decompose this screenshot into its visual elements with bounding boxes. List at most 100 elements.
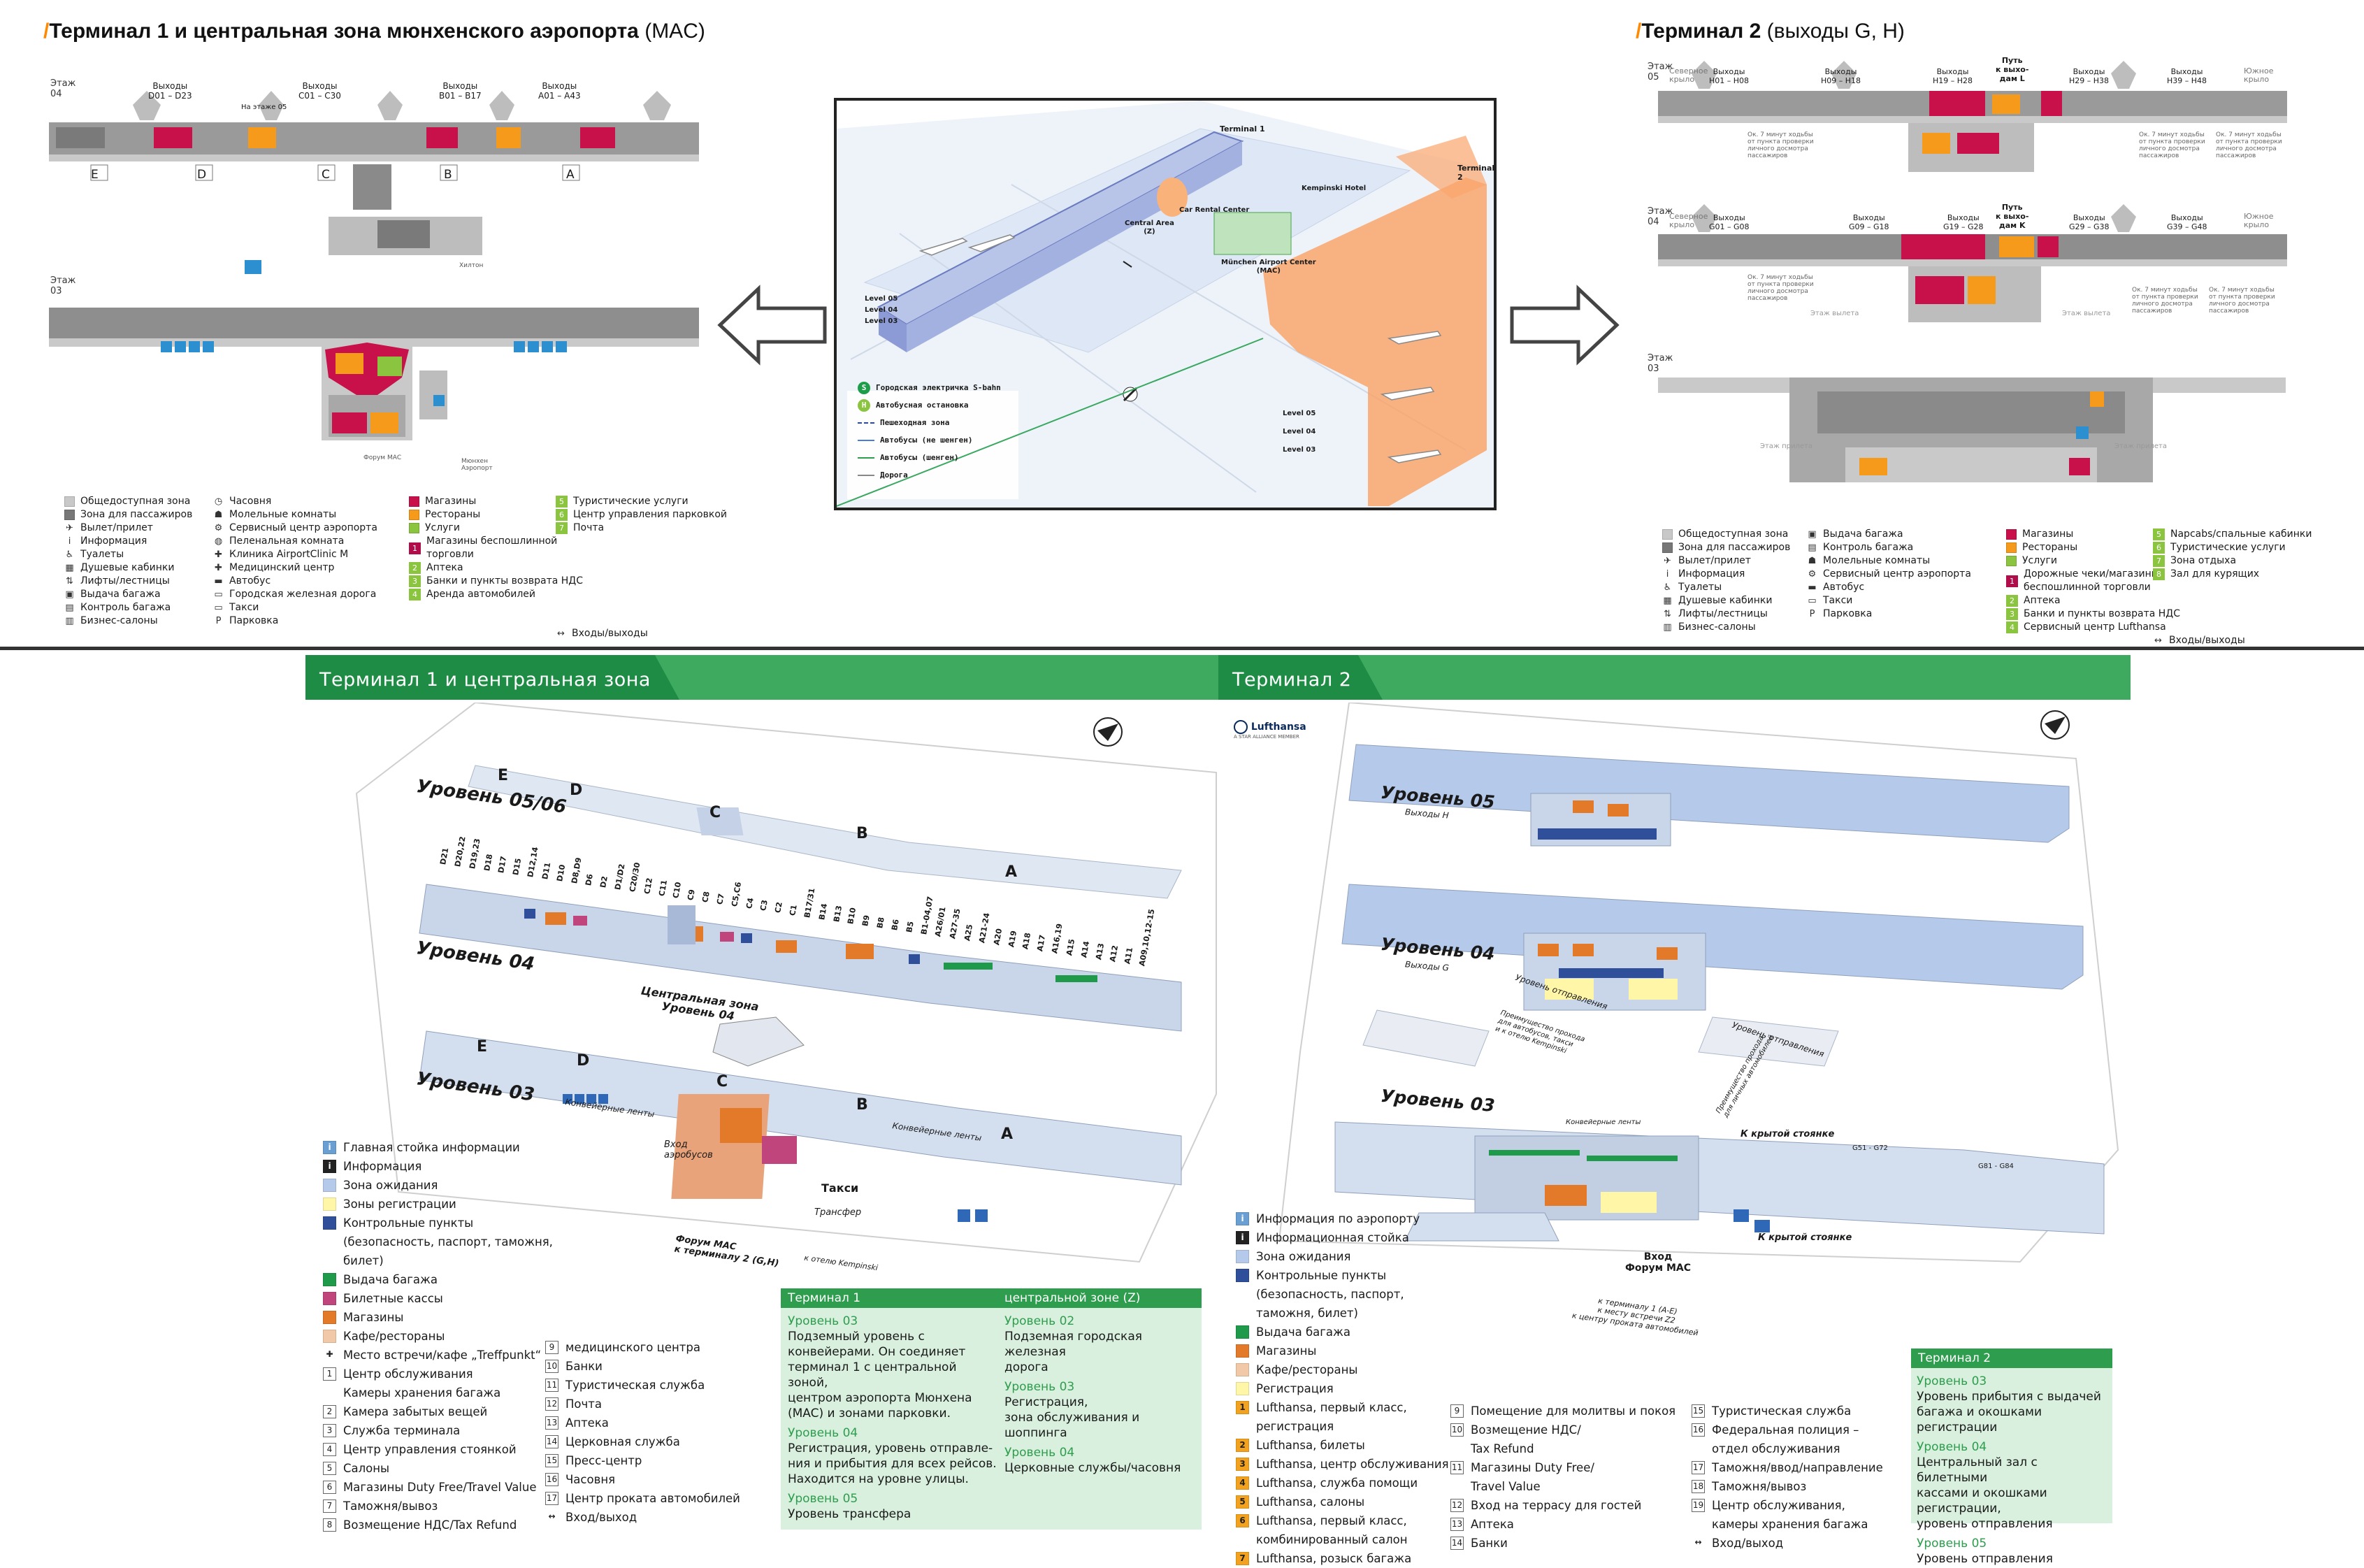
t2-3d-legend-row: Регистрация [1236,1379,1449,1398]
t1-legend-row: ☗Молельные комнаты [213,508,377,522]
t1-legend-text: Медицинский центр [229,562,335,573]
t2-floorplan [1658,61,2287,482]
t2-legend-text: Napcabs/спальные кабинки [2170,528,2312,540]
t2-3d-legend-row: 2 Lufthansa, билеты [1236,1436,1449,1455]
overview-legend-row: Пешеходная зона [858,414,1001,431]
t1-3d-legend-text: Часовня [565,1473,616,1486]
t2-legend-row: ↔Входы/выходы [2153,634,2312,647]
t2-legend-row: Общедоступная зона [1662,528,1790,541]
t2-arrival-floor-2: Этаж прилета [2114,443,2168,450]
t1-3d-map [355,703,1217,1263]
t1-transfer-label: Трансфер [814,1207,862,1218]
t1-3d-legend-row: Кафе/рестораны [323,1327,553,1346]
t2-legend-text: Входы/выходы [2169,635,2245,646]
t2-north-wing-04: Северное крыло [1669,212,1708,229]
t1-legend-row: ◷Часовня [213,495,377,508]
t1-3d-legend-swatch [323,1311,336,1324]
t2-legend-text: Услуги [2022,555,2057,566]
t2-3d-legend-row: Кафе/рестораны [1236,1360,1449,1379]
t1-overview-title: /Терминал 1 и центральная зона мюнхенско… [43,20,705,43]
t1-legend-number: 3 [409,575,421,587]
t2-legend-swatch [2006,556,2017,566]
t1-letter-e: E [91,168,99,182]
t1-info-h1: Терминал 1 [788,1291,861,1305]
t2-level05-label: Этаж 05 [1648,62,1673,82]
t1-3d-legend-row: Магазины [323,1308,553,1327]
t1-taxi-label: Такси [821,1181,859,1195]
gate-label: B8 [875,916,886,929]
t1-legend-row: Услуги [409,522,583,535]
t1-3d-legend-number: 13 [545,1416,558,1430]
t2-legend-text: Зона отдыха [2170,555,2237,566]
t2-3d-legend-text: Выдача багажа [1256,1325,1351,1339]
overview-3d-map: Terminal 1 Terminal 2 Kempinski Hotel Ca… [834,98,1497,510]
t2-legend-icon: P [1809,609,1815,619]
t1-title-text: Терминал 1 и центральная зона мюнхенског… [49,20,639,43]
t1-3d-legend-row: ✚Место встречи/кафе „Treffpunkt“ [323,1346,553,1365]
t1-3d-legend-text: Магазины Duty Free/Travel Value [343,1481,537,1494]
t1-legend-number: 7 [556,522,568,534]
t2-3d-legend-text: Регистрация [1256,1382,1334,1395]
t2-legend-text: Магазины [2022,528,2074,540]
t1-3d-legend-number: 12 [545,1397,558,1411]
t1-gates-b: Выходы B01 – B17 [439,81,482,101]
t2-legend-text: Информация [1678,568,1745,580]
t2-3d-legend-swatch: i [1236,1212,1249,1225]
t2-gates-h39: Выходы H39 – H48 [2167,67,2207,85]
t2-3d-legend-text: Lufthansa, билеты [1256,1439,1365,1452]
t1-3d-legend-swatch: i [323,1160,336,1173]
t1-legend-text: Бизнес-салоны [80,615,158,626]
t1-legend-text: Вылет/прилет [80,522,153,533]
t1-legend-row: ▤Контроль багажа [64,601,192,614]
t1-legend-icon: ♿ [65,549,74,560]
t2-3d-legend-text: Центр обслуживания, камеры хранения бага… [1712,1499,1868,1531]
t2-forum-entry: Вход Форум МАС [1625,1251,1692,1274]
t2-3d-legend-text: Lufthansa, первый класс, комбинированный… [1256,1514,1408,1546]
t1-legend-text: Услуги [425,522,460,533]
t1-legend-icon: ▦ [65,563,74,573]
t1-3d-legend-number: 17 [545,1492,558,1505]
t1-legend-row: Общедоступная зона [64,495,192,508]
t1-legend-text: Клиника AirportClinic M [229,549,349,560]
t1-legend-icon: ⇅ [66,576,73,587]
t1-3d-legend-number: 7 [323,1499,336,1513]
t1-legend-text: Общедоступная зона [80,496,191,507]
t1-legend-row: Магазины [409,495,583,508]
t2-legend-text: Зал для курящих [2170,568,2260,580]
t2-walk-note-2: Ок. 7 минут ходьбы от пункта проверки ли… [2139,131,2205,159]
t1-legend-row: ▣Выдача багажа [64,588,192,601]
t1-3d-legend-text: Центр управления стоянкой [343,1443,517,1456]
t1-legend-icon: ✚ [215,549,222,560]
t2-3d-legend-swatch [1236,1344,1249,1358]
t2-covered-parking-2: К крытой стоянке [1758,1232,1852,1243]
overview-legend-text: Автобусы (шенген) [880,453,959,462]
label-terminal1: Terminal 1 [1220,124,1265,134]
t1-info-h2: центральной зоне (Z) [1004,1291,1141,1305]
t1-legend-text: Туалеты [80,549,124,560]
t1-mac-label: Мюнхен Аэропорт [461,458,493,472]
t2-3d-legend-swatch: 2 [1236,1439,1249,1452]
t1-3d-legend-row: Зоны регистрации [323,1195,553,1214]
t2-gates-g01: Выходы G01 – G08 [1709,213,1750,231]
t2-3d-legend-swatch [1236,1250,1249,1263]
gate-label: B6 [890,918,901,931]
t2-3d-legend-swatch: 1 [1236,1401,1249,1414]
t2-3d-legend-row: Контрольные пункты (безопасность, паспор… [1236,1266,1449,1323]
